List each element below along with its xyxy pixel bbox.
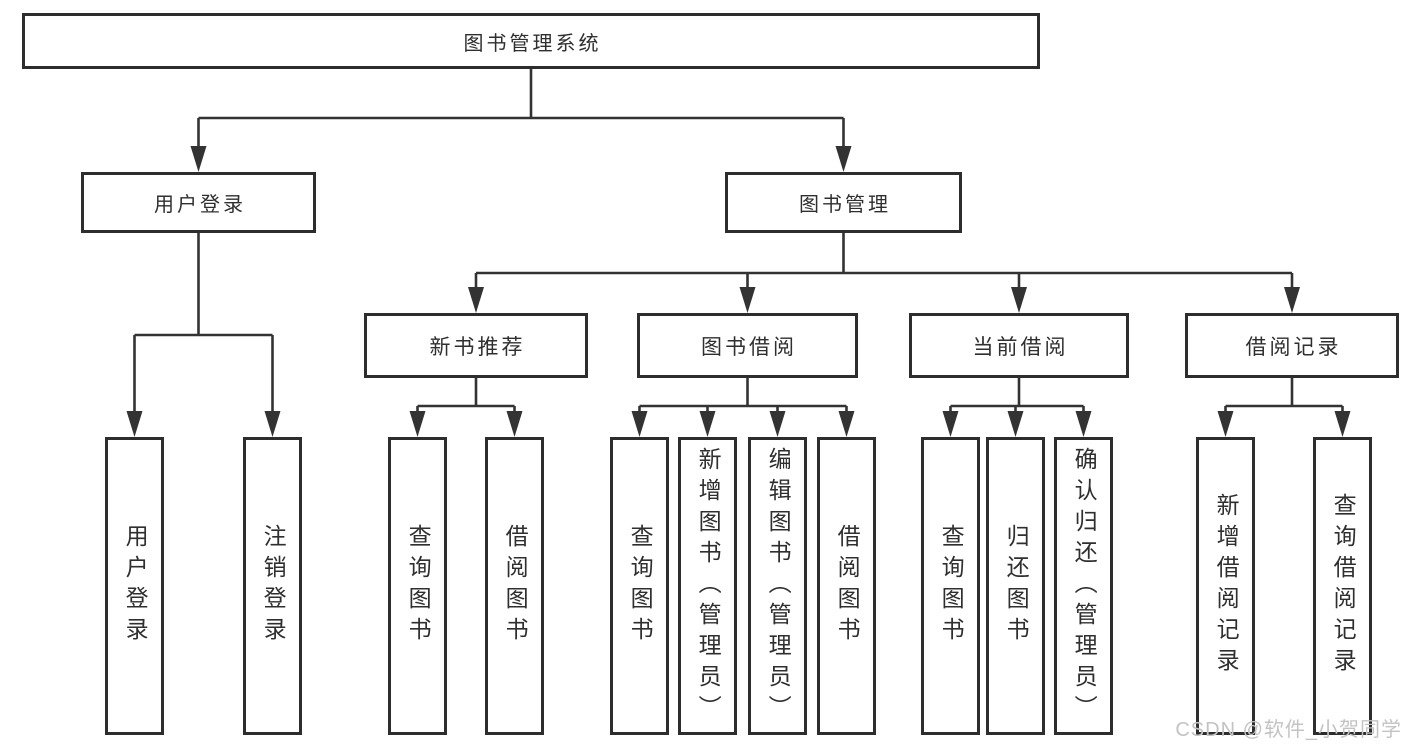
node-label: 查询图书 [405, 524, 432, 648]
node-label: 查询借阅记录 [1330, 493, 1357, 679]
leaf-logout: 注销登录 [243, 437, 302, 735]
node-label: 归还图书 [1003, 524, 1030, 648]
node-book-management: 图书管理 [725, 172, 962, 233]
leaf-borrow-books: 借阅图书 [817, 437, 876, 735]
node-label: 确认归还（管理员） [1071, 446, 1098, 726]
leaf-query-borrow-record: 查询借阅记录 [1313, 437, 1372, 735]
node-label: 借阅记录 [1245, 335, 1342, 359]
node-label: 注销登录 [260, 524, 287, 648]
leaf-user-login: 用户登录 [105, 437, 164, 735]
leaf-query-books-recommend: 查询图书 [388, 437, 447, 735]
leaf-query-books-borrow: 查询图书 [610, 437, 669, 735]
node-current-borrow: 当前借阅 [909, 313, 1129, 378]
node-borrow-records: 借阅记录 [1185, 313, 1399, 378]
node-label: 编辑图书（管理员） [765, 446, 792, 726]
node-label: 用户登录 [154, 194, 246, 216]
node-label: 查询图书 [627, 524, 654, 648]
node-user-login: 用户登录 [81, 172, 316, 233]
node-label: 当前借阅 [972, 335, 1069, 359]
leaf-edit-books-admin: 编辑图书（管理员） [748, 437, 807, 735]
node-label: 图书管理 [799, 194, 891, 216]
node-book-borrow: 图书借阅 [637, 313, 858, 378]
node-label: 新书推荐 [429, 335, 526, 359]
node-library-management-system: 图书管理系统 [22, 13, 1040, 69]
leaf-confirm-return-admin: 确认归还（管理员） [1054, 437, 1113, 735]
node-label: 借阅图书 [834, 524, 861, 648]
node-label: 新增借阅记录 [1213, 493, 1240, 679]
leaf-return-books: 归还图书 [986, 437, 1045, 735]
leaf-add-borrow-record: 新增借阅记录 [1196, 437, 1255, 735]
node-label: 新增图书（管理员） [695, 446, 722, 726]
leaf-add-books-admin: 新增图书（管理员） [678, 437, 737, 735]
leaf-borrow-books-recommend: 借阅图书 [485, 437, 544, 735]
node-new-book-recommend: 新书推荐 [364, 313, 588, 378]
node-label: 图书管理系统 [463, 32, 602, 55]
node-label: 借阅图书 [502, 524, 529, 648]
leaf-query-books-current: 查询图书 [921, 437, 980, 735]
csdn-watermark: CSDN @软件_小贺同学 [1175, 719, 1402, 741]
node-label: 查询图书 [938, 524, 965, 648]
node-label: 用户登录 [122, 524, 149, 648]
node-label: 图书借阅 [701, 335, 797, 359]
